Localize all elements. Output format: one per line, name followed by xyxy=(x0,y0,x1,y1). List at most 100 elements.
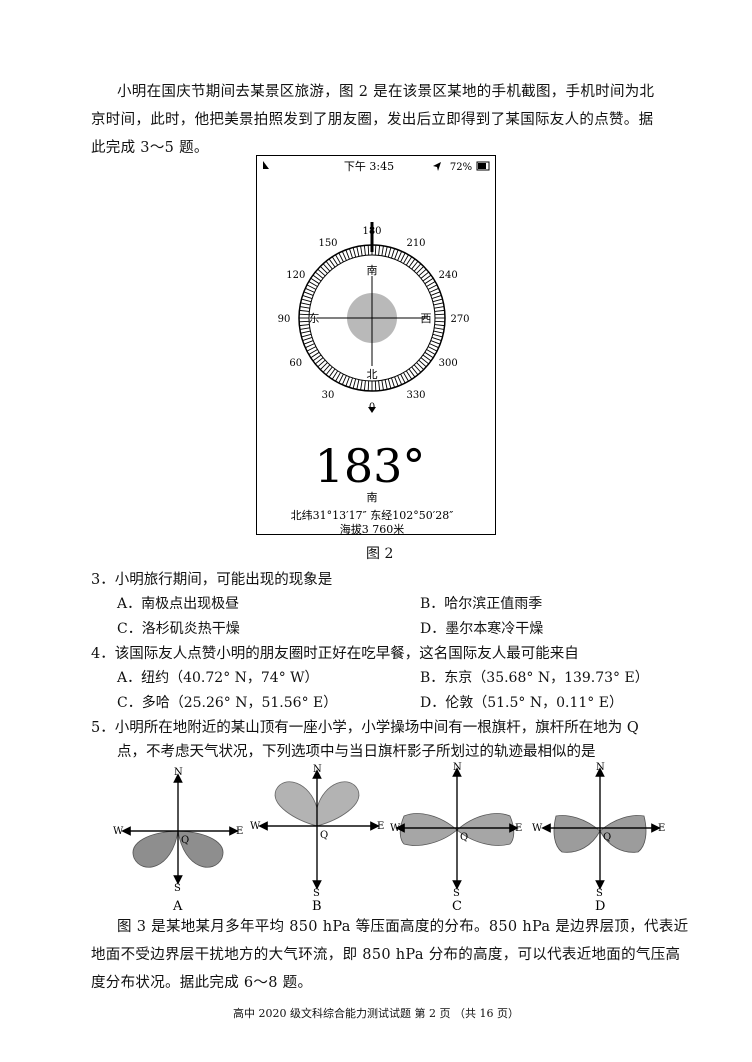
compass-tick xyxy=(403,254,409,264)
diagram-c-n: N xyxy=(453,762,462,773)
compass-tick xyxy=(299,327,310,330)
compass-tick xyxy=(302,295,313,299)
diagram-d-q: Q xyxy=(603,832,611,843)
phone-time: 下午 3:45 xyxy=(344,160,394,173)
diagram-c-q: Q xyxy=(460,832,468,843)
compass-degree-label: 210 xyxy=(406,238,425,249)
compass-degree-label: 60 xyxy=(289,358,302,369)
compass-tick xyxy=(429,287,439,293)
compass-tick xyxy=(384,246,388,257)
gps-coordinates: 北纬31°13′17″ 东经102°50′28″ xyxy=(291,509,454,522)
diagram-c-label: C xyxy=(452,899,462,914)
fig3-intro-line-2: 地面不受边界层干扰地方的大气环流，即 850 hPa 分布的高度，可以代表近地面… xyxy=(91,947,681,963)
compass-inner-ring xyxy=(308,254,436,382)
q4-option-b: B．东京（35.68° N，139.73° E） xyxy=(420,670,649,686)
compass-tick xyxy=(367,245,370,256)
diagram-c: N S E W Q C xyxy=(390,762,522,914)
compass-tick xyxy=(328,368,336,378)
diagram-a-shadow xyxy=(132,830,224,868)
compass-tick xyxy=(430,340,441,345)
compass-tick xyxy=(335,254,341,264)
diagram-d-n: N xyxy=(596,762,605,773)
compass-tick xyxy=(434,320,445,323)
heading-value: 183° xyxy=(315,439,426,493)
compass-degree-label: 90 xyxy=(278,314,291,325)
compass-tick xyxy=(426,349,436,355)
diagram-a-e: E xyxy=(236,826,243,837)
compass-tick xyxy=(403,372,409,382)
compass-tick xyxy=(299,320,310,323)
battery-percent: 72% xyxy=(450,162,472,173)
compass-tick xyxy=(400,373,406,384)
compass-tick xyxy=(405,256,413,266)
diagram-d-w: W xyxy=(532,823,543,834)
compass-tick xyxy=(299,309,310,312)
heading-pointer xyxy=(370,222,374,252)
compass-tick xyxy=(432,333,443,338)
q3-option-d: D．墨尔本寒冷干燥 xyxy=(420,621,544,637)
diagram-b-label: B xyxy=(312,899,322,914)
compass-tick xyxy=(331,256,339,266)
compass-tick xyxy=(338,373,344,384)
compass-degree-label: 270 xyxy=(450,314,469,325)
q4-option-d: D．伦敦（51.5° N，0.11° E） xyxy=(420,695,623,711)
diagram-b-w: W xyxy=(250,821,261,832)
diagram-b-q: Q xyxy=(320,830,328,841)
intro-line-1: 小明在国庆节期间去某景区旅游，图 2 是在该景区某地的手机截图，手机时间为北 xyxy=(117,84,655,100)
fig3-intro-line-3: 度分布状况。据此完成 6～8 题。 xyxy=(91,975,313,991)
altitude: 海拔3 760米 xyxy=(340,522,405,536)
q4-stem: 4．该国际友人点赞小明的朋友圈时正好在吃早餐，这名国际友人最可能来自 xyxy=(91,646,579,662)
q3-option-a: A．南极点出现极昼 xyxy=(117,596,240,612)
compass-tick xyxy=(338,252,344,263)
diagram-d-e: E xyxy=(658,823,665,834)
compass-tick xyxy=(374,245,377,256)
compass-tick xyxy=(335,372,341,382)
compass-tick xyxy=(308,349,318,355)
compass-tick xyxy=(387,247,392,258)
diagram-b-n: N xyxy=(313,764,322,775)
compass-tick xyxy=(314,271,324,279)
compass-tick xyxy=(433,302,444,306)
diagram-c-s: S xyxy=(453,888,460,899)
fig3-intro-line-1: 图 3 是某地某月多年平均 850 hPa 等压面高度的分布。850 hPa 是… xyxy=(117,919,689,935)
compass-tick xyxy=(430,291,441,296)
compass-tick xyxy=(345,376,350,387)
compass-tick xyxy=(431,295,442,299)
compass-tick xyxy=(433,330,444,334)
diagram-c-w: W xyxy=(390,823,401,834)
compass-tick xyxy=(352,378,357,389)
diagram-d-shadow xyxy=(553,815,647,853)
compass-tick xyxy=(302,337,313,341)
compass-ticks xyxy=(299,245,445,391)
compass-tick xyxy=(312,274,322,282)
compass-tick xyxy=(422,274,432,282)
compass-tick xyxy=(305,343,315,349)
compass-tick xyxy=(300,302,311,306)
signal-icon xyxy=(263,161,269,169)
diagram-d-label: D xyxy=(595,899,605,914)
compass-tick xyxy=(345,249,350,260)
compass-tick xyxy=(303,291,314,296)
diagram-a-n: N xyxy=(174,767,183,778)
compass-tick xyxy=(434,309,445,312)
status-bar: 下午 3:45 72% xyxy=(263,160,490,173)
diagram-c-shadow xyxy=(399,813,515,846)
compass-tick xyxy=(310,277,320,285)
compass-degree-label: 330 xyxy=(406,390,425,401)
compass-tick xyxy=(424,351,434,359)
q3-option-c: C．洛杉矶炎热干燥 xyxy=(117,621,240,637)
compass-tick xyxy=(422,354,432,362)
compass-east: 东 xyxy=(309,312,320,325)
compass-south: 南 xyxy=(367,264,378,277)
diagram-b-e: E xyxy=(377,821,384,832)
compass-tick xyxy=(301,298,312,303)
compass-tick xyxy=(378,380,381,391)
compass-tick xyxy=(363,245,366,256)
compass-tick xyxy=(405,370,413,380)
compass-tick xyxy=(413,364,422,373)
compass-tick xyxy=(374,380,377,391)
compass-tick xyxy=(322,364,331,373)
compass-tick xyxy=(427,346,438,352)
